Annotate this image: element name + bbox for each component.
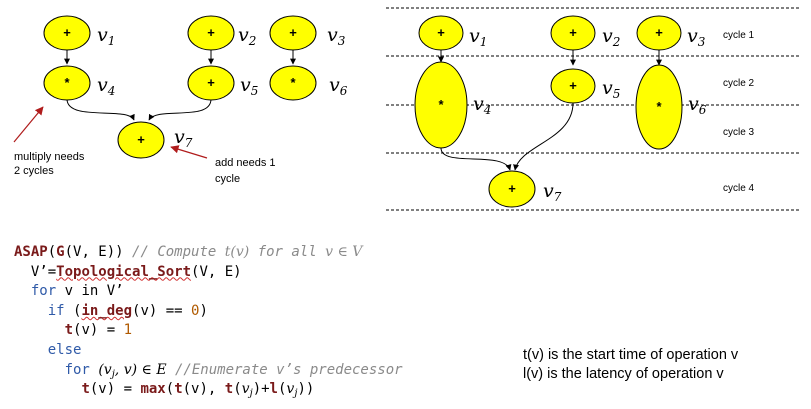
scheduling-diagram: + v1 + v2 + v3 * v4 + v5 * v6	[13, 7, 800, 211]
op-symbol: +	[569, 25, 577, 40]
node-label: v3	[327, 24, 346, 48]
right-node-v7: + v7	[488, 170, 562, 208]
op-symbol: *	[64, 75, 70, 90]
node-label: v5	[240, 74, 258, 98]
code-line-2: V’=Topological_Sort(V, E)	[30, 263, 242, 280]
asap-pseudocode: ASAP(G(V, E)) // Compute t(v) for all v …	[14, 243, 403, 400]
node-label: v1	[97, 24, 115, 48]
left-node-v2: + v2	[187, 15, 256, 51]
node-label: v6	[329, 74, 348, 98]
right-node-v3: + v3	[636, 15, 706, 51]
node-label: v5	[602, 77, 620, 101]
op-symbol: *	[438, 97, 444, 112]
node-label: v4	[473, 93, 491, 117]
op-symbol: +	[137, 132, 145, 147]
right-scheduled-dfg: cycle 1 cycle 2 cycle 3 cycle 4 + v1 + v…	[386, 7, 800, 211]
code-line-1: ASAP(G(V, E)) // Compute t(v) for all v …	[14, 244, 363, 260]
code-line-6: else	[47, 341, 82, 358]
left-edge-v4-v7	[66, 98, 135, 121]
left-node-v3: + v3	[269, 15, 346, 51]
op-symbol: *	[290, 75, 296, 90]
op-symbol: +	[569, 78, 577, 93]
code-line-4: if (in_deg(v) == 0)	[47, 302, 208, 319]
op-symbol: +	[508, 181, 516, 196]
left-node-v1: + v1	[43, 15, 115, 51]
add-annotation: add needs 1 cycle	[215, 157, 279, 185]
right-node-v5: + v5	[550, 68, 620, 104]
cycle-label: cycle 1	[723, 30, 755, 41]
op-symbol: +	[207, 75, 215, 90]
node-label: v2	[602, 25, 620, 49]
code-line-5: t(v) = 1	[64, 322, 133, 339]
node-label: v3	[687, 25, 706, 49]
op-symbol: +	[63, 25, 71, 40]
cycle-label: cycle 3	[723, 127, 755, 138]
left-node-v6: * v6	[269, 65, 348, 101]
definitions: t(v) is the start time of operation v l(…	[523, 346, 738, 384]
cycle-label: cycle 2	[723, 78, 755, 89]
op-symbol: +	[289, 25, 297, 40]
op-symbol: *	[656, 99, 662, 114]
code-line-8: t(v) = max(t(v), t(vj)+l(vj))	[81, 381, 315, 400]
left-dfg: + v1 + v2 + v3 * v4 + v5 * v6	[13, 15, 348, 185]
add-annotation-arrow	[170, 145, 208, 159]
node-label: v7	[174, 126, 193, 150]
code-line-3: for v in V’	[30, 283, 124, 300]
definition-start-time: t(v) is the start time of operation v	[523, 347, 739, 363]
cycle-label: cycle 4	[723, 183, 755, 194]
left-node-v7: + v7	[117, 121, 193, 159]
left-node-v4: * v4	[43, 65, 115, 101]
right-node-v2: + v2	[550, 15, 620, 51]
op-symbol: +	[655, 25, 663, 40]
node-label: v2	[238, 24, 256, 48]
right-edge-v5-v7	[513, 102, 574, 171]
right-edge-v4-v7	[440, 147, 512, 171]
node-label: v6	[688, 93, 707, 117]
node-label: v4	[97, 74, 115, 98]
op-symbol: +	[437, 25, 445, 40]
node-label: v7	[543, 180, 562, 204]
left-node-v5: + v5	[187, 65, 258, 101]
definition-latency: l(v) is the latency of operation v	[523, 366, 724, 382]
right-node-v6: * v6	[635, 64, 707, 150]
op-symbol: +	[207, 25, 215, 40]
multiply-annotation: multiply needs 2 cycles	[14, 151, 87, 177]
right-node-v4: * v4	[414, 61, 491, 149]
multiply-annotation-arrow	[13, 106, 44, 143]
node-label: v1	[469, 25, 487, 49]
right-node-v1: + v1	[418, 15, 487, 51]
code-line-7: for (vj, v) ∈ E //Enumerate v’s predeces…	[64, 361, 403, 380]
left-edge-v5-v7	[148, 98, 212, 121]
